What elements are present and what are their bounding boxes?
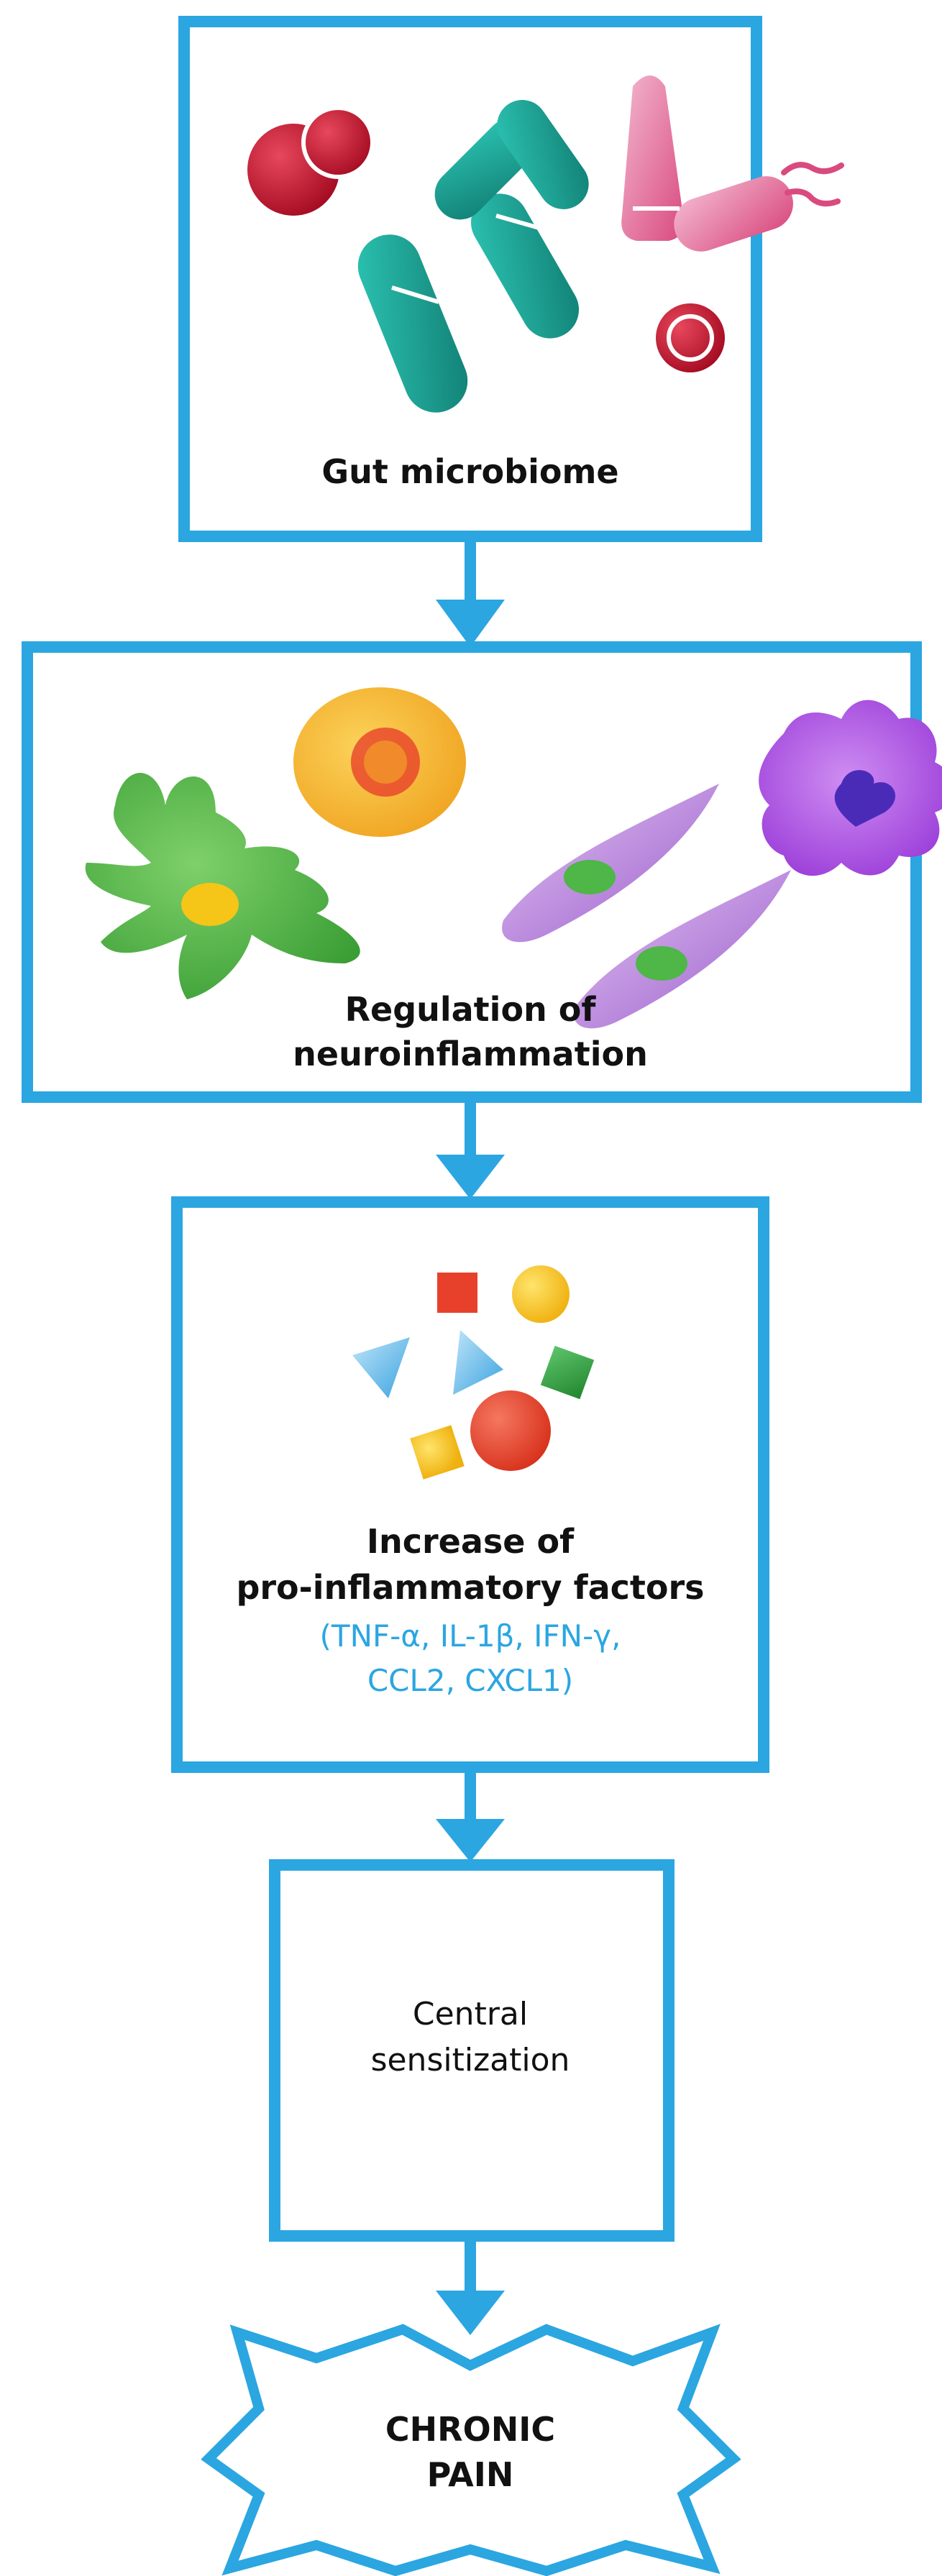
arrow-gut-to-neuro <box>436 542 505 647</box>
chronic-pain-label-line2: PAIN <box>427 2455 514 2494</box>
immune-cells-illustration-icon <box>85 687 942 1029</box>
central-sensitization-label-line1: Central <box>413 1996 528 2032</box>
gut-microbiome-label: Gut microbiome <box>321 452 618 491</box>
central-sensitization-label-line2: sensitization <box>371 2042 570 2078</box>
factors-label-line2: pro-inflammatory factors <box>236 1568 704 1607</box>
inflammatory-factors-illustration-icon <box>352 1265 595 1480</box>
neuroinflammation-label-line2: neuroinflammation <box>293 1035 648 1073</box>
arrow-factors-to-central <box>436 1773 505 1862</box>
factors-label-line1: Increase of <box>367 1522 575 1561</box>
arrow-central-to-pain <box>436 2242 505 2335</box>
chronic-pain-burst <box>201 2324 741 2576</box>
arrow-neuro-to-factors <box>436 1103 505 1199</box>
bacteria-illustration-icon <box>247 75 844 413</box>
central-sensitization-box <box>269 1859 675 2242</box>
chronic-pain-label-line1: CHRONIC <box>385 2410 555 2449</box>
factors-detail-line1: (TNF-α, IL-1β, IFN-γ, <box>320 1618 621 1654</box>
neuroinflammation-label-line1: Regulation of <box>345 990 597 1029</box>
factors-detail-line2: CCL2, CXCL1) <box>367 1663 573 1698</box>
